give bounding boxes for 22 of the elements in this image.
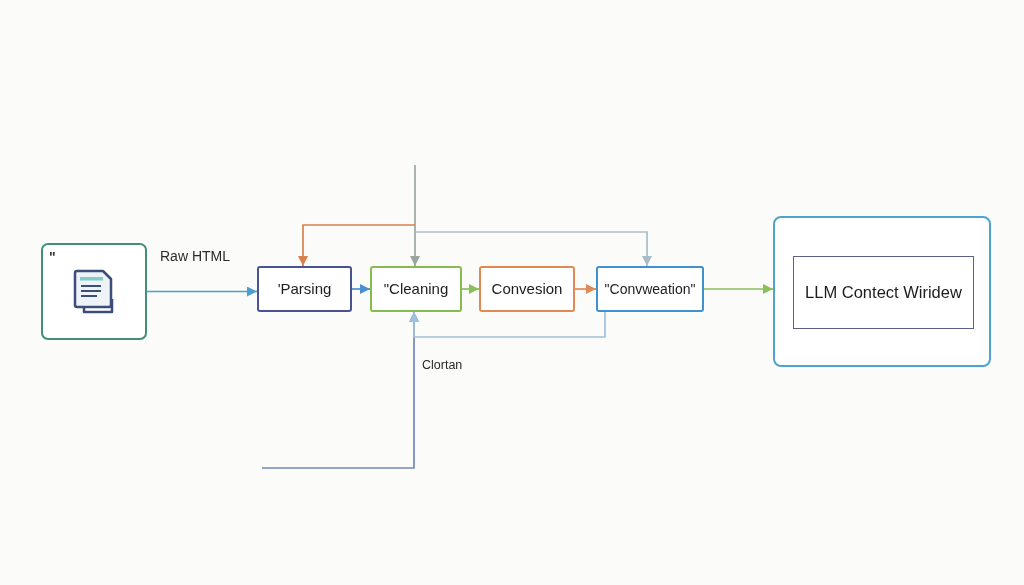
process-box (257, 266, 352, 312)
container-box (773, 216, 991, 367)
process-box (479, 266, 575, 312)
box-label: Convesion (491, 280, 563, 298)
box-label: 'Parsing (277, 280, 332, 298)
arrow (351, 284, 371, 294)
arrow (409, 311, 606, 338)
source-box (41, 243, 147, 340)
arrow (146, 286, 258, 297)
box-label: LLM Contect Wiridew (805, 282, 962, 303)
process-box (596, 266, 704, 312)
box-label: "Convweation" (604, 280, 696, 298)
arrow (298, 224, 416, 267)
quote-mark-text: " (49, 249, 56, 266)
arrow (410, 164, 420, 267)
arrow (414, 231, 652, 267)
context-window-box (793, 256, 974, 329)
arrow (574, 284, 597, 294)
arrow (461, 284, 480, 294)
box-label: "Cleaning (383, 280, 449, 298)
process-box (370, 266, 462, 312)
arrow (703, 284, 774, 294)
